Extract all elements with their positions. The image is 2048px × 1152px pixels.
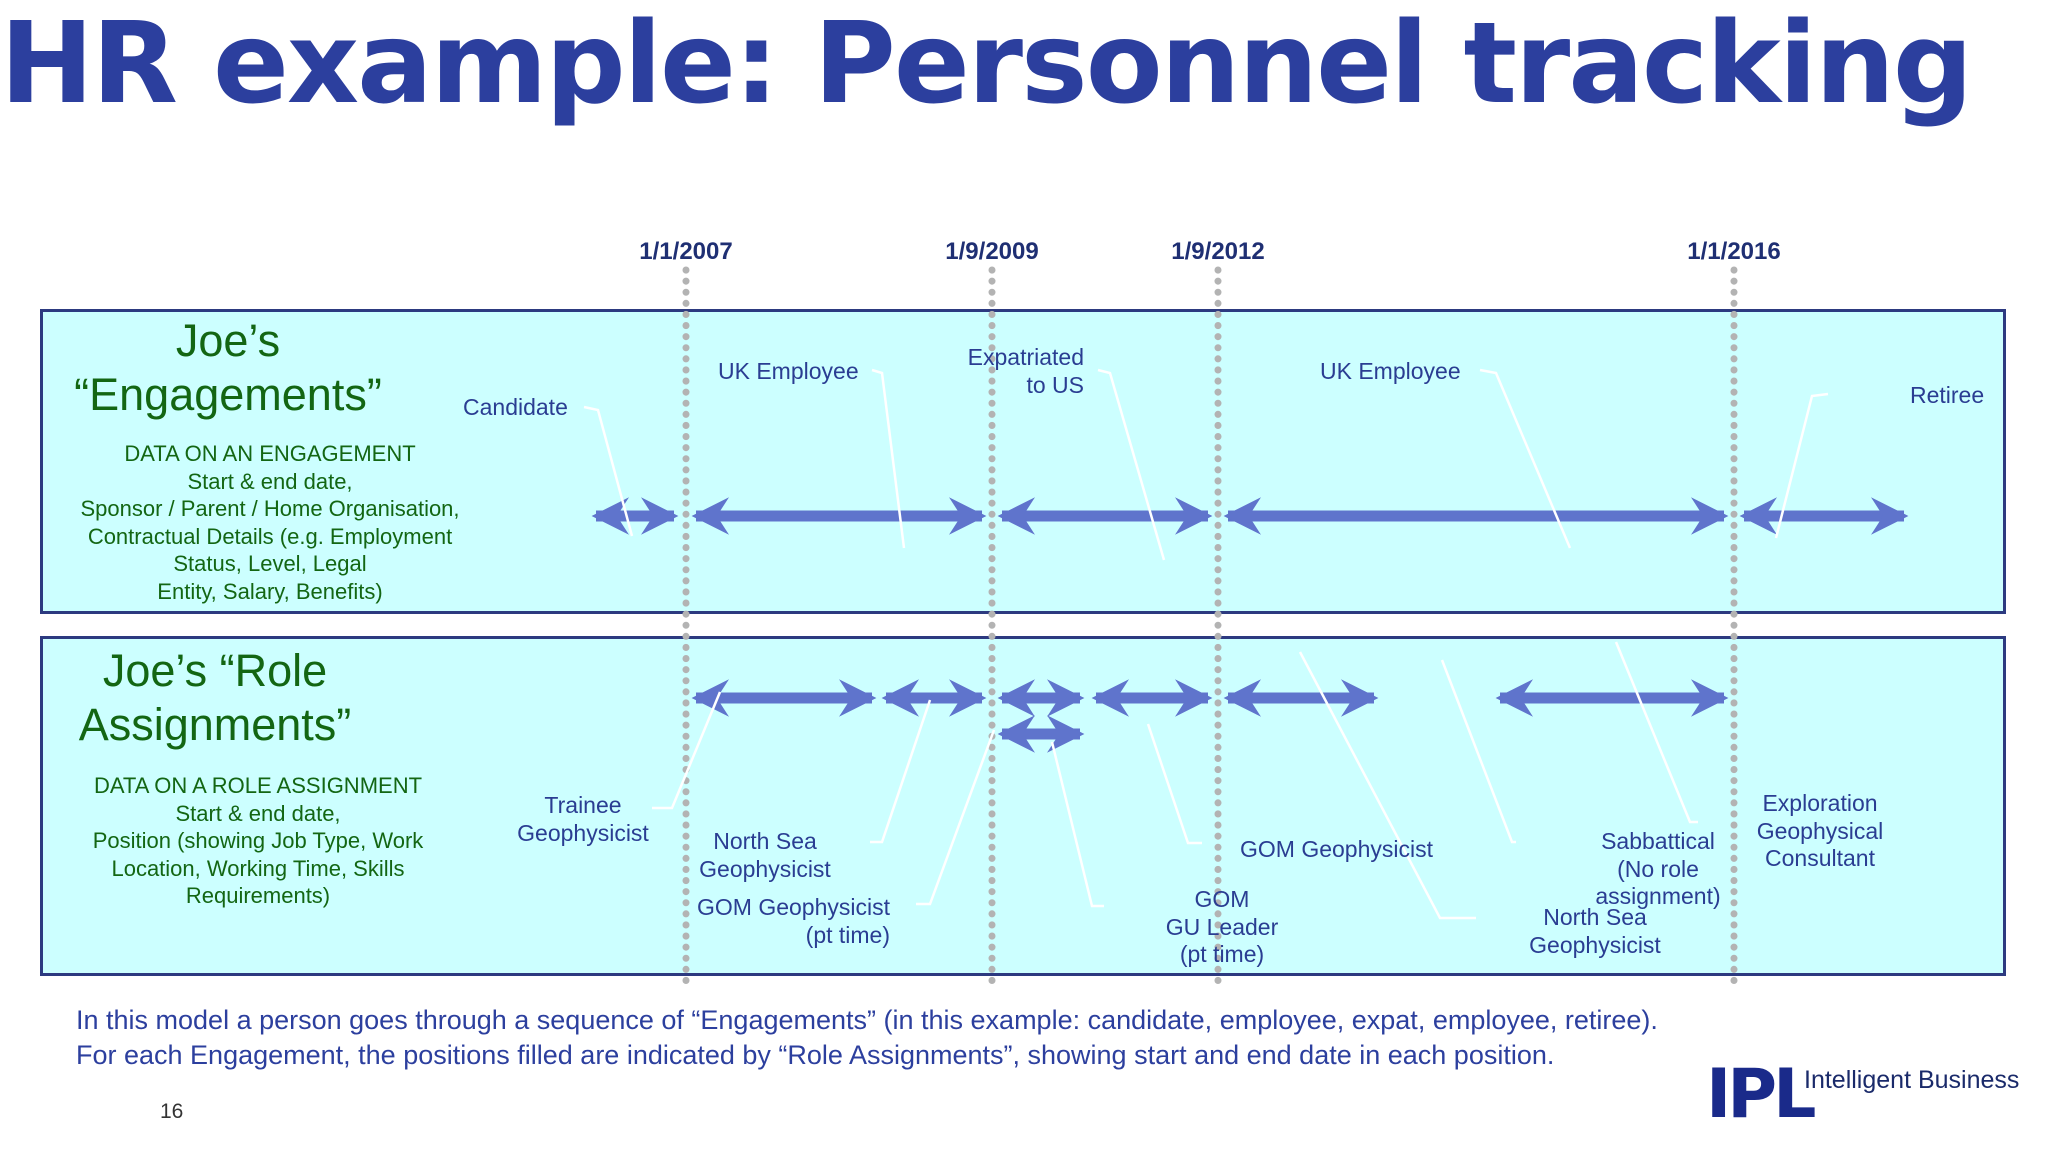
label-exploration-consultant: Exploration Geophysical Consultant — [1756, 790, 1884, 872]
date-label-2016: 1/1/2016 — [1687, 238, 1781, 265]
label-trainee-geophysicist: Trainee Geophysicist — [517, 792, 649, 846]
label-uk-employee-2: UK Employee — [1320, 358, 1461, 384]
engagements-description: DATA ON AN ENGAGEMENT Start & end date, … — [80, 441, 460, 604]
label-sabbatical: Sabbattical (No role assignment) — [1595, 828, 1721, 910]
label-gom-gu-leader: GOM GU Leader (pt time) — [1165, 886, 1279, 968]
slide-title: HR example: Personnel tracking — [0, 0, 1973, 129]
date-label-2012: 1/9/2012 — [1171, 238, 1265, 265]
label-candidate: Candidate — [463, 394, 568, 420]
role-assignments-description: DATA ON A ROLE ASSIGNMENT Start & end da… — [92, 773, 424, 908]
label-gom-geophysicist: GOM Geophysicist — [1240, 836, 1433, 862]
page-number: 16 — [160, 1100, 184, 1123]
slide-caption: In this model a person goes through a se… — [76, 1005, 1658, 1070]
role-assignments-heading: Joe’s “Role Assignments” — [78, 645, 352, 750]
date-label-2009: 1/9/2009 — [945, 238, 1039, 265]
label-north-sea-geophysicist-2: North Sea Geophysicist — [1529, 904, 1661, 958]
label-retiree: Retiree — [1910, 382, 1985, 408]
engagements-panel — [40, 309, 2006, 614]
label-uk-employee-1: UK Employee — [718, 358, 859, 384]
label-north-sea-geophysicist-1: North Sea Geophysicist — [699, 828, 831, 882]
engagements-heading: Joe’s “Engagements” — [74, 315, 382, 420]
label-expatriated: Expatriated to US — [967, 344, 1084, 398]
date-label-2007: 1/1/2007 — [639, 238, 733, 265]
ipl-logo: IPL — [1706, 1055, 1816, 1134]
label-gom-geophysicist-pt: GOM Geophysicist (pt time) — [697, 894, 890, 948]
logo-tagline: Intelligent Business — [1804, 1066, 2020, 1094]
